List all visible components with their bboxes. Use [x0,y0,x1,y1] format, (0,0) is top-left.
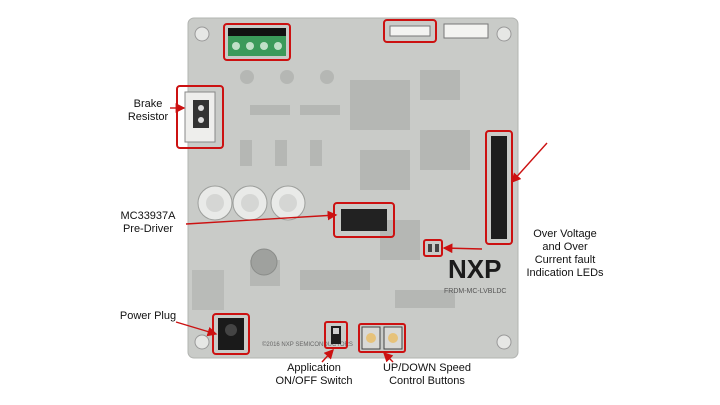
speed-buttons [358,323,406,353]
label-app-switch: Application ON/OFF Switch [264,362,364,388]
label-line: Application [287,362,341,374]
pcb-board: NXP FRDM-MC-LVBLDC ©2016 NXP SEMICONDUCT… [187,17,519,359]
arrow-app-switch [321,348,334,363]
label-brake-resistor: Brake Resistor [118,98,178,124]
label-pre-driver: MC33937A Pre-Driver [108,210,188,236]
label-line: Current fault [534,254,596,266]
label-line: Resistor [127,111,169,123]
label-line: ON/OFF Switch [275,375,353,387]
arrow-speed-buttons [383,352,394,363]
arrow-edge-connector [511,142,548,184]
label-line: UP/DOWN Speed [382,362,472,374]
label-line: MC33937A [120,210,176,222]
arrow-power-plug [175,321,218,337]
motor-terminal-block [223,23,291,61]
brake-resistor [176,85,224,149]
label-power-plug: Power Plug [112,310,184,323]
hall-connectors [383,19,489,43]
label-line: Pre-Driver [122,223,174,235]
edge-connector [485,130,513,245]
board-part-number: FRDM-MC-LVBLDC [444,288,506,295]
arrow-fault-leds [442,243,483,254]
arrow-pre-driver [185,210,338,225]
label-line: Control Buttons [389,375,465,387]
callout-arrows [170,103,548,363]
label-fault-leds: Over Voltage and Over Current fault Indi… [500,228,630,280]
label-line: Power Plug [119,310,177,322]
power-plug [212,313,250,355]
label-line: Brake [133,98,163,110]
app-switch [324,321,348,349]
label-line: and Over [542,241,588,253]
board-copyright: ©2016 NXP SEMICONDUCTORS [262,341,353,348]
fault-leds [423,239,443,257]
capacitors [197,185,306,221]
label-line: Indication LEDs [526,267,604,279]
label-line: Over Voltage [533,228,597,240]
label-speed-buttons: UP/DOWN Speed Control Buttons [372,362,482,388]
nxp-logo: NXP [448,254,501,284]
